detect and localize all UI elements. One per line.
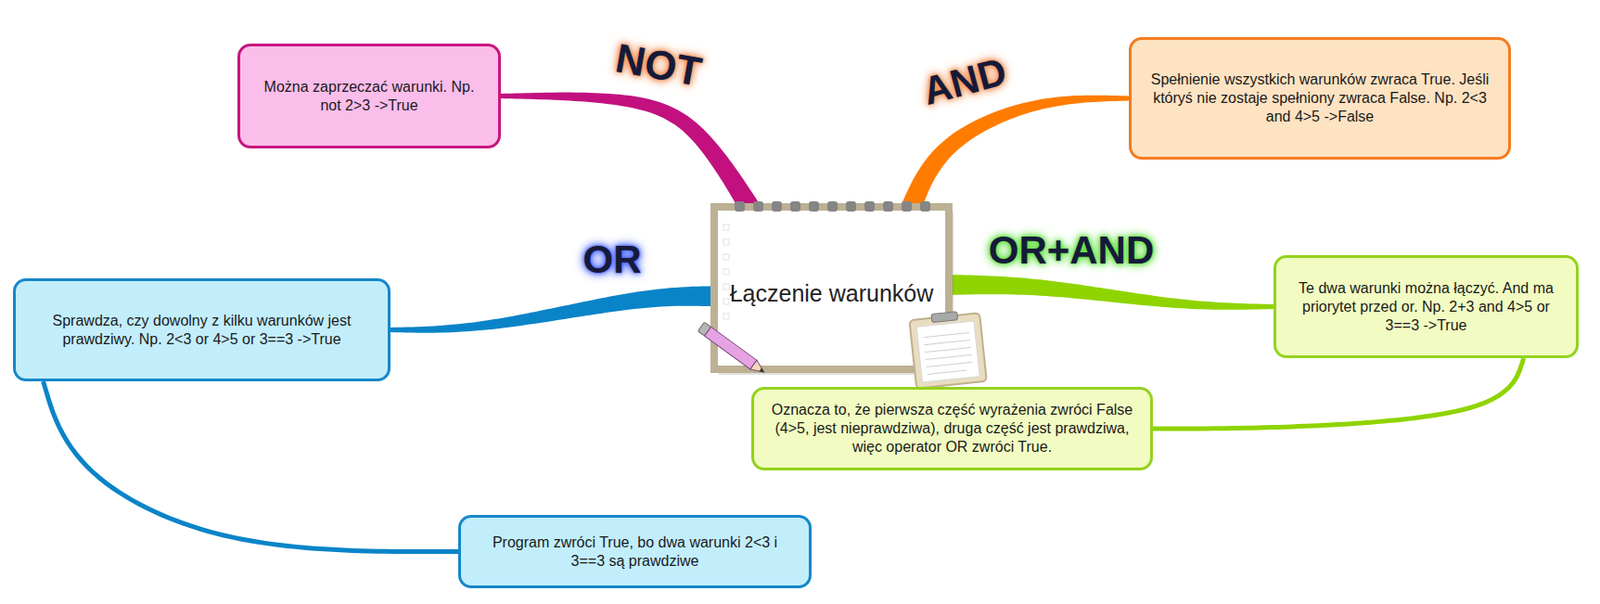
notepad-margin-marks (723, 224, 730, 320)
explanation-box: Oznacza to, że pierwsza część wyrażenia … (751, 386, 1153, 471)
branch-label: OR+AND (988, 230, 1155, 270)
branch-connector (948, 274, 1274, 310)
branch-connector (390, 285, 715, 333)
explanation-box: Program zwróci True, bo dwa warunki 2<3 … (458, 514, 812, 589)
branch-label: OR (583, 240, 642, 280)
topic-title: Łączenie warunków (729, 280, 935, 308)
note-text: Program zwróci True, bo dwa warunki 2<3 … (473, 533, 796, 571)
branch-label: NOT (612, 37, 704, 92)
topic-notepad: Łączenie warunków (714, 206, 949, 370)
notepad-rings (734, 201, 931, 212)
and-note-box: Spełnienie wszystkich warunków zwraca Tr… (1128, 37, 1511, 160)
clipboard-icon (908, 308, 987, 389)
branch-connector (40, 380, 459, 554)
or-and-note-box: Te dwa warunki można łączyć. And ma prio… (1273, 255, 1579, 359)
note-text: Można zaprzeczać warunki. Np. not 2>3 ->… (253, 77, 486, 116)
note-text: Sprawdza, czy dowolny z kilku warunków j… (28, 311, 375, 349)
branch-connector (1152, 357, 1526, 431)
branch-connector (901, 95, 1129, 212)
note-text: Oznacza to, że pierwsza część wyrażenia … (767, 400, 1138, 457)
or-note-box: Sprawdza, czy dowolny z kilku warunków j… (12, 278, 391, 382)
branch-connector (500, 92, 758, 213)
note-text: Spełnienie wszystkich warunków zwraca Tr… (1144, 70, 1496, 127)
note-text: Te dwa warunki można łączyć. And ma prio… (1289, 279, 1563, 335)
pencil-icon (697, 321, 768, 377)
not-note-box: Można zaprzeczać warunki. Np. not 2>3 ->… (237, 43, 501, 149)
branch-label: AND (919, 51, 1012, 112)
